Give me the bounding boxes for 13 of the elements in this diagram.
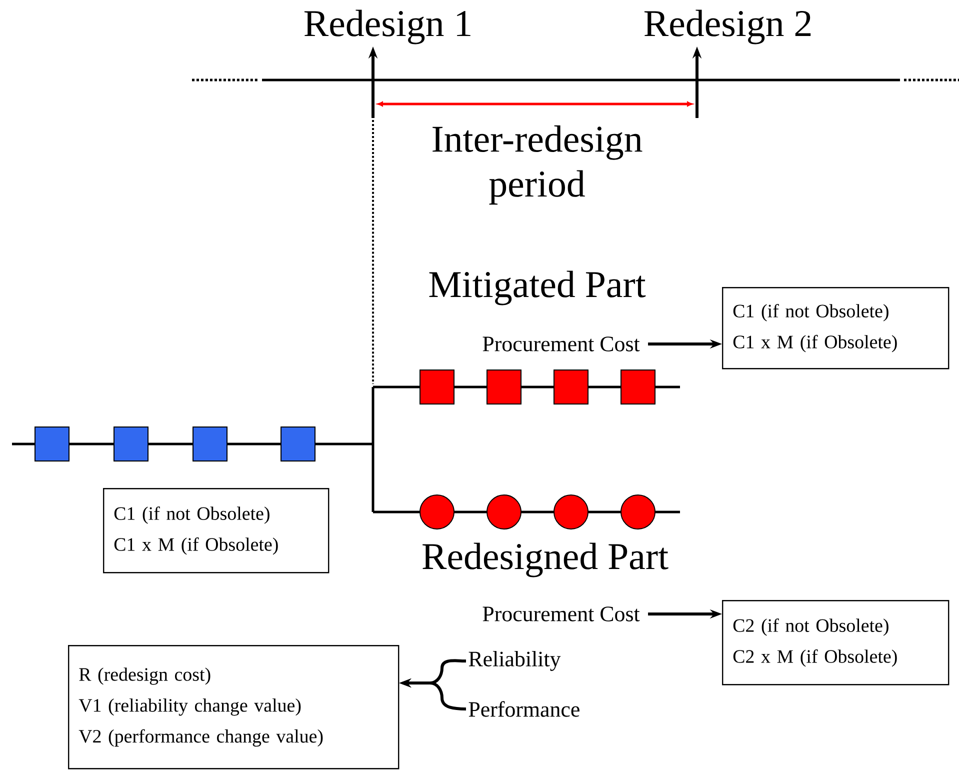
label-text: Procurement Cost	[482, 606, 640, 622]
label-text: Procurement Cost	[482, 336, 640, 352]
label-text: Performance	[468, 701, 580, 717]
text-box: C2 (if not Obsolete) C2 x M (if Obsolete)	[722, 600, 950, 686]
label-text: Reliability	[468, 651, 561, 671]
event-label: Redesign 1	[304, 10, 470, 44]
text-box: C1 (if not Obsolete) C1 x M (if Obsolete)	[103, 488, 330, 574]
event-label: Redesign 2	[644, 10, 811, 44]
heading-text: Redesigned Part	[422, 542, 668, 578]
heading-text: Inter-redesign period	[432, 125, 642, 205]
text-box: C1 (if not Obsolete) C1 x M (if Obsolete)	[722, 287, 950, 370]
text-box: R (redesign cost) V1 (reliability change value) V2 (performance change value)	[68, 645, 400, 770]
heading-text: Mitigated Part	[429, 270, 646, 306]
